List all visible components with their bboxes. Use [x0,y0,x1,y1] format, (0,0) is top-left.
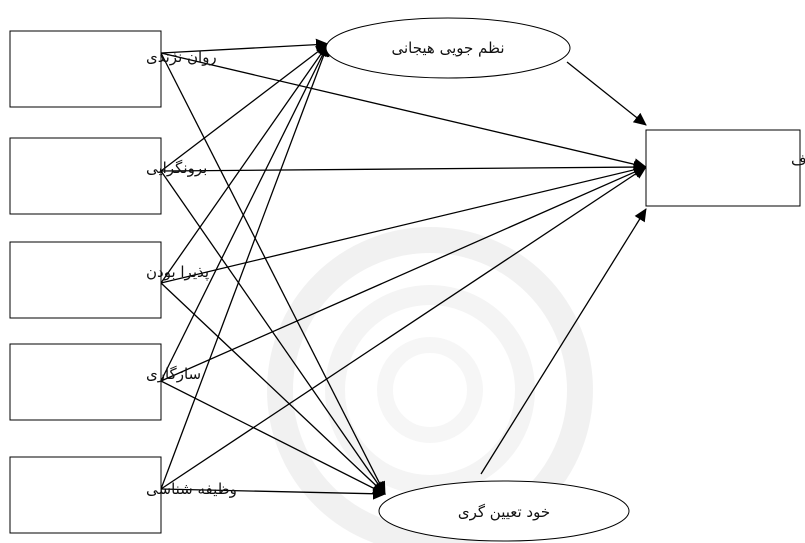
trait-label-openness: پذیرا بودن [146,263,209,282]
edge-extraversion-to-goal_orientation [160,161,647,174]
edge-neuroticism-to-emotion_regulation [160,38,329,54]
edge-extraversion-to-self_determination [160,170,386,495]
trait-label-extraversion: برونگرایی [146,159,207,177]
trait-label-neuroticism: روان نژندی [146,48,217,66]
edge-self_determination-to-goal_orientation [480,208,647,475]
edge-conscientiousness-to-emotion_regulation [160,43,330,490]
mediator-ellipse-self-determination: خود تعیین گری [378,480,630,542]
watermark-rosette [267,227,593,543]
trait-box-openness: پذیرا بودن [9,241,209,319]
outcome-box-goal-orientation: جهت گیری هدف [645,129,805,207]
edge-agreeableness-to-emotion_regulation [160,43,329,382]
edge-openness-to-self_determination [160,282,386,495]
edge-emotion_regulation-to-goal_orientation [566,61,647,126]
trait-box-conscientiousness: وظیفه شناسی [9,456,237,534]
trait-label-agreeableness: سازگاری [146,365,201,383]
edge-agreeableness-to-goal_orientation [160,166,647,382]
edge-layer [160,38,647,500]
edge-neuroticism-to-self_determination [160,52,386,495]
edge-extraversion-to-emotion_regulation [160,43,329,172]
trait-box-agreeableness: سازگاری [9,343,201,421]
trait-label-conscientiousness: وظیفه شناسی [146,480,237,498]
edge-neuroticism-to-goal_orientation [160,52,647,171]
mediator-label-self-determination: خود تعیین گری [458,503,550,521]
edge-openness-to-goal_orientation [160,163,647,284]
trait-box-neuroticism: روان نژندی [9,30,217,108]
edge-conscientiousness-to-goal_orientation [160,166,647,490]
edge-agreeableness-to-self_determination [160,380,386,495]
outcome-label-goal-orientation: جهت گیری هدف [791,151,805,169]
edge-conscientiousness-to-self_determination [160,487,386,500]
trait-box-extraversion: برونگرایی [9,137,207,215]
mediator-ellipse-emotion-regulation: نظم جویی هیجانی [325,17,571,79]
edge-openness-to-emotion_regulation [160,43,329,284]
mediator-label-emotion-regulation: نظم جویی هیجانی [391,39,504,57]
